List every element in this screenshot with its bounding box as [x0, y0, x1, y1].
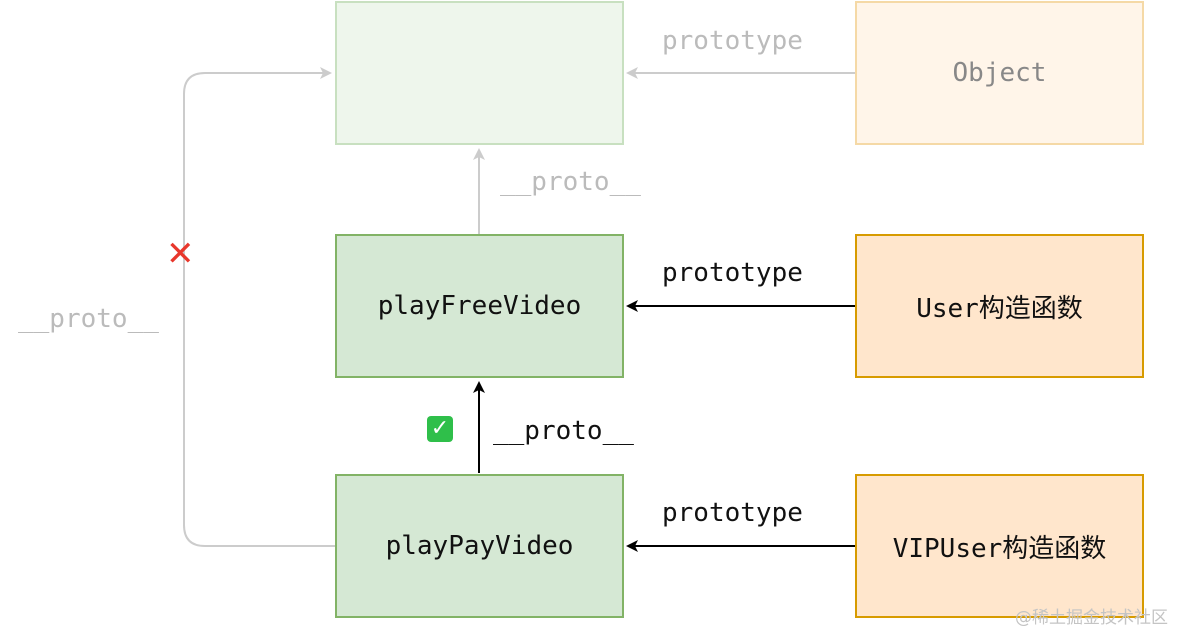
valid-path-check-icon: ✓: [427, 416, 453, 442]
user-constructor-box: User构造函数: [855, 234, 1144, 378]
edge-skip-proto: [183, 67, 335, 547]
label-user-prototype: prototype: [662, 258, 803, 288]
watermark: @稀土掘金技术社区: [1015, 608, 1168, 628]
invalid-path-cross-icon: ✕: [166, 234, 195, 274]
object-box: Object: [855, 1, 1144, 145]
top-prototype-box: [335, 1, 624, 145]
label-skip-proto: __proto__: [18, 304, 159, 334]
label-vip-prototype: prototype: [662, 498, 803, 528]
vip-user-constructor-box: VIPUser构造函数: [855, 474, 1144, 618]
label-pay-proto: __proto__: [493, 416, 634, 446]
label-free-proto: __proto__: [500, 167, 641, 197]
label-object-prototype: prototype: [662, 26, 803, 56]
play-free-video-box: playFreeVideo: [335, 234, 624, 378]
play-pay-video-box: playPayVideo: [335, 474, 624, 618]
